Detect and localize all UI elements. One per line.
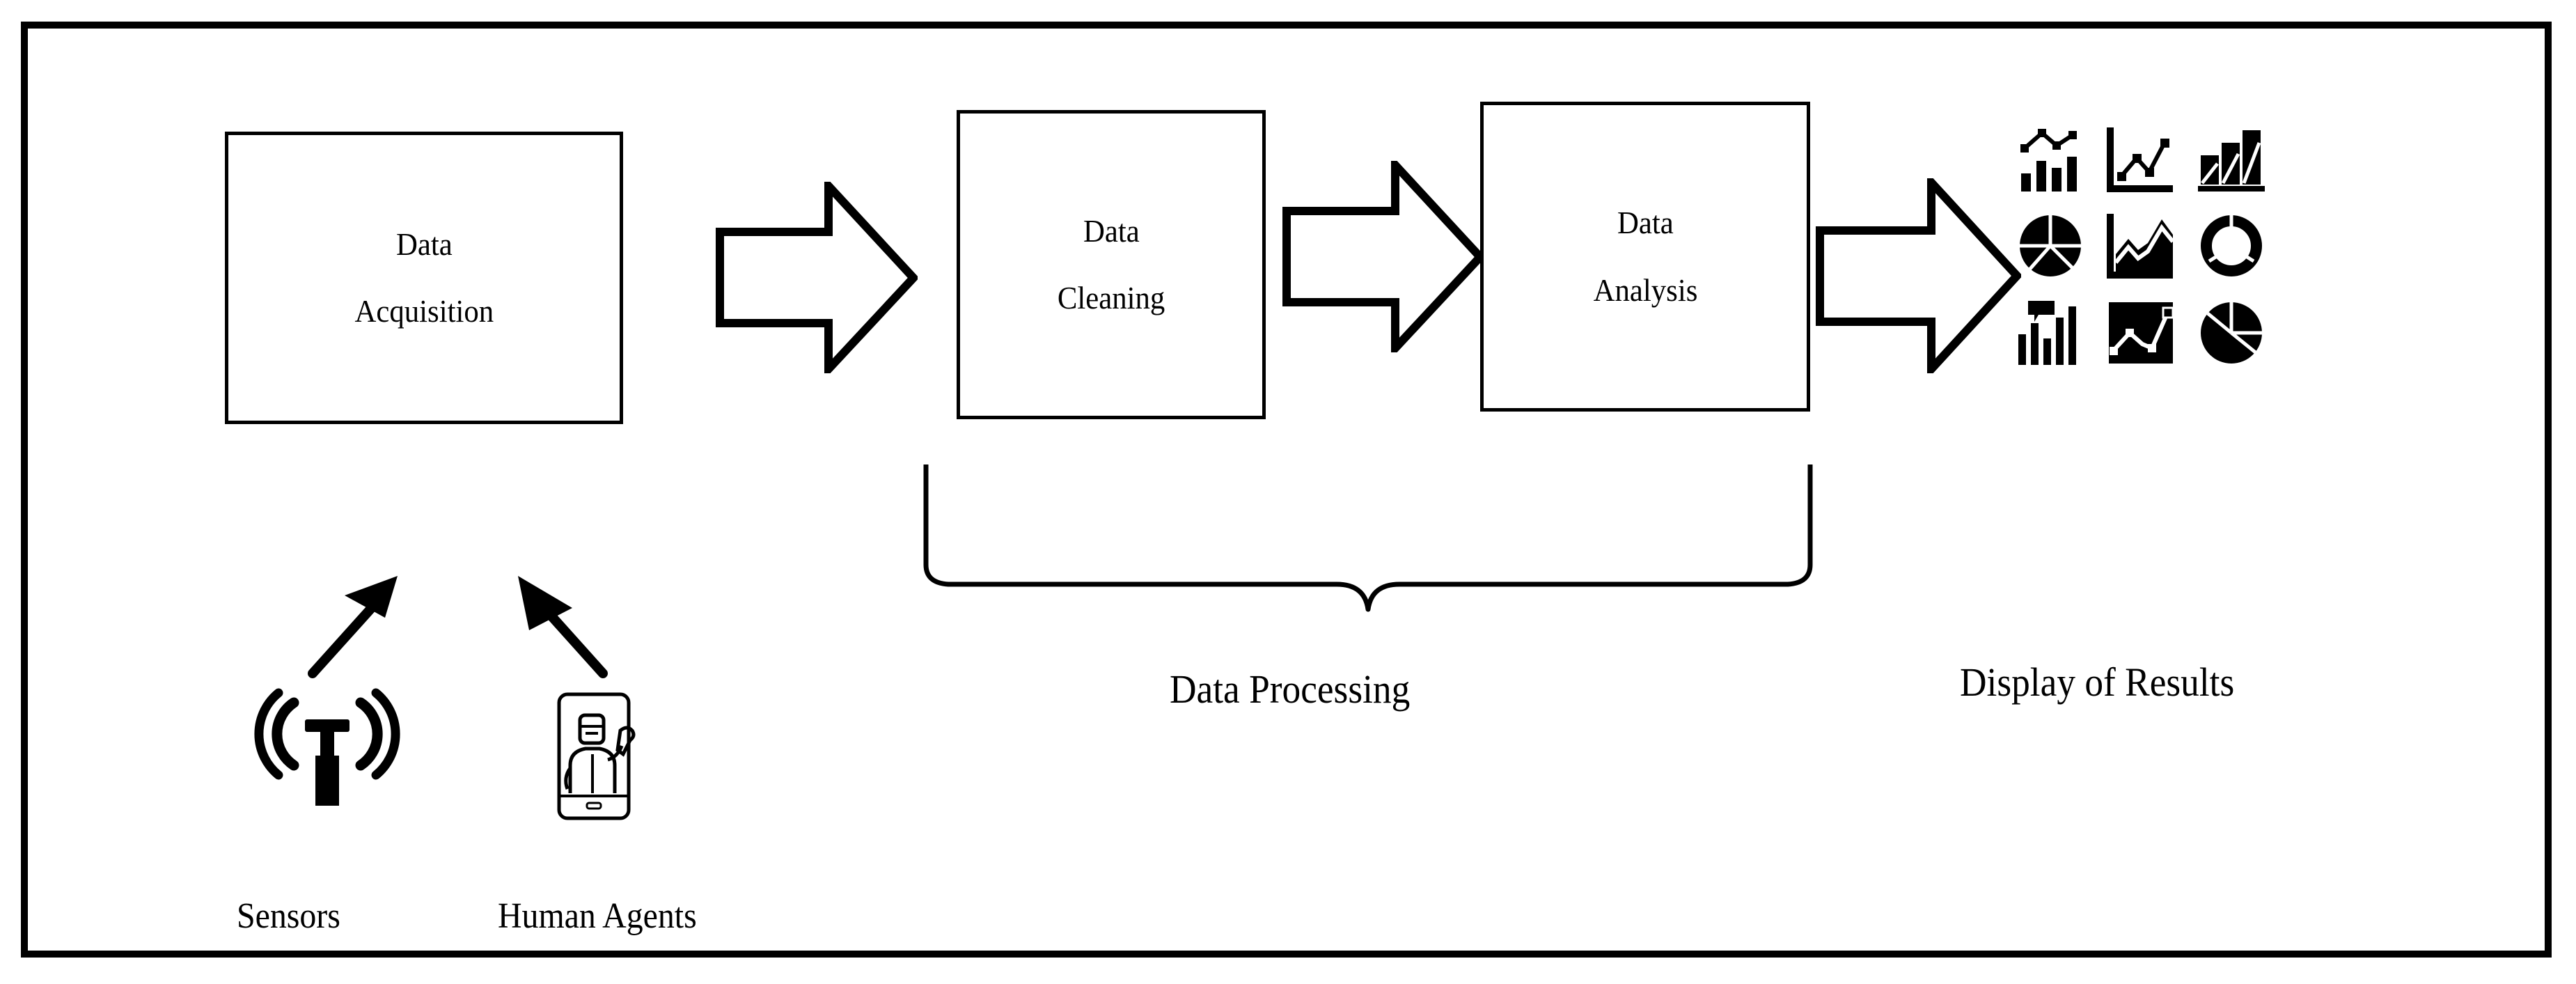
arrow-up-right-icon [308, 576, 398, 678]
donut-chart-icon [2190, 205, 2273, 286]
flow-arrow-acquisition-to-cleaning [716, 175, 920, 380]
flow-arrow-analysis-to-results [1816, 171, 2023, 380]
pie-chart-icon [2009, 205, 2092, 286]
human-agents-source-icon [553, 690, 641, 822]
diagram-outer-frame: Data Acquisition Data Cleaning Data Anal… [21, 22, 2552, 958]
process-box-acquisition-line1: Data [395, 226, 453, 262]
exploded-pie-chart-icon [2190, 292, 2273, 373]
display-of-results-label: Display of Results [1960, 659, 2235, 705]
data-processing-brace [919, 460, 1817, 614]
human-agents-label: Human Agents [498, 896, 697, 936]
line-chart-with-axes-icon [2099, 119, 2183, 200]
arrow-up-left-icon [518, 576, 608, 678]
antenna-signal-icon [254, 688, 400, 806]
curly-brace-down-icon [923, 464, 1813, 612]
human-agents-source-arrow [508, 572, 613, 683]
line-and-bar-combo-chart-icon [2009, 119, 2092, 200]
process-box-data-cleaning[interactable]: Data Cleaning [957, 110, 1266, 419]
bar-chart-with-tooltip-icon [2009, 292, 2092, 373]
process-box-data-acquisition[interactable]: Data Acquisition [225, 132, 623, 424]
area-chart-with-axes-icon [2099, 205, 2183, 286]
filled-line-chart-panel-icon [2099, 292, 2183, 373]
process-box-analysis-line1: Data [1617, 205, 1674, 241]
process-box-acquisition-line2: Acquisition [354, 293, 494, 329]
results-chart-icon-grid [2009, 119, 2273, 373]
process-box-cleaning-line2: Cleaning [1057, 280, 1165, 315]
process-box-data-analysis[interactable]: Data Analysis [1480, 102, 1810, 412]
flow-arrow-cleaning-to-analysis [1282, 154, 1486, 359]
sensors-source-arrow [303, 572, 407, 683]
sensors-label: Sensors [237, 896, 340, 936]
process-box-cleaning-line1: Data [1083, 212, 1140, 249]
data-processing-label: Data Processing [1170, 666, 1411, 712]
block-arrow-right-icon [716, 175, 920, 380]
block-arrow-right-icon [1816, 171, 2023, 380]
technician-with-wrench-icon [557, 692, 636, 820]
process-box-analysis-line2: Analysis [1593, 272, 1697, 308]
ascending-bar-chart-icon [2190, 119, 2273, 200]
block-arrow-right-icon [1282, 154, 1486, 359]
sensors-source-icon [251, 683, 404, 822]
